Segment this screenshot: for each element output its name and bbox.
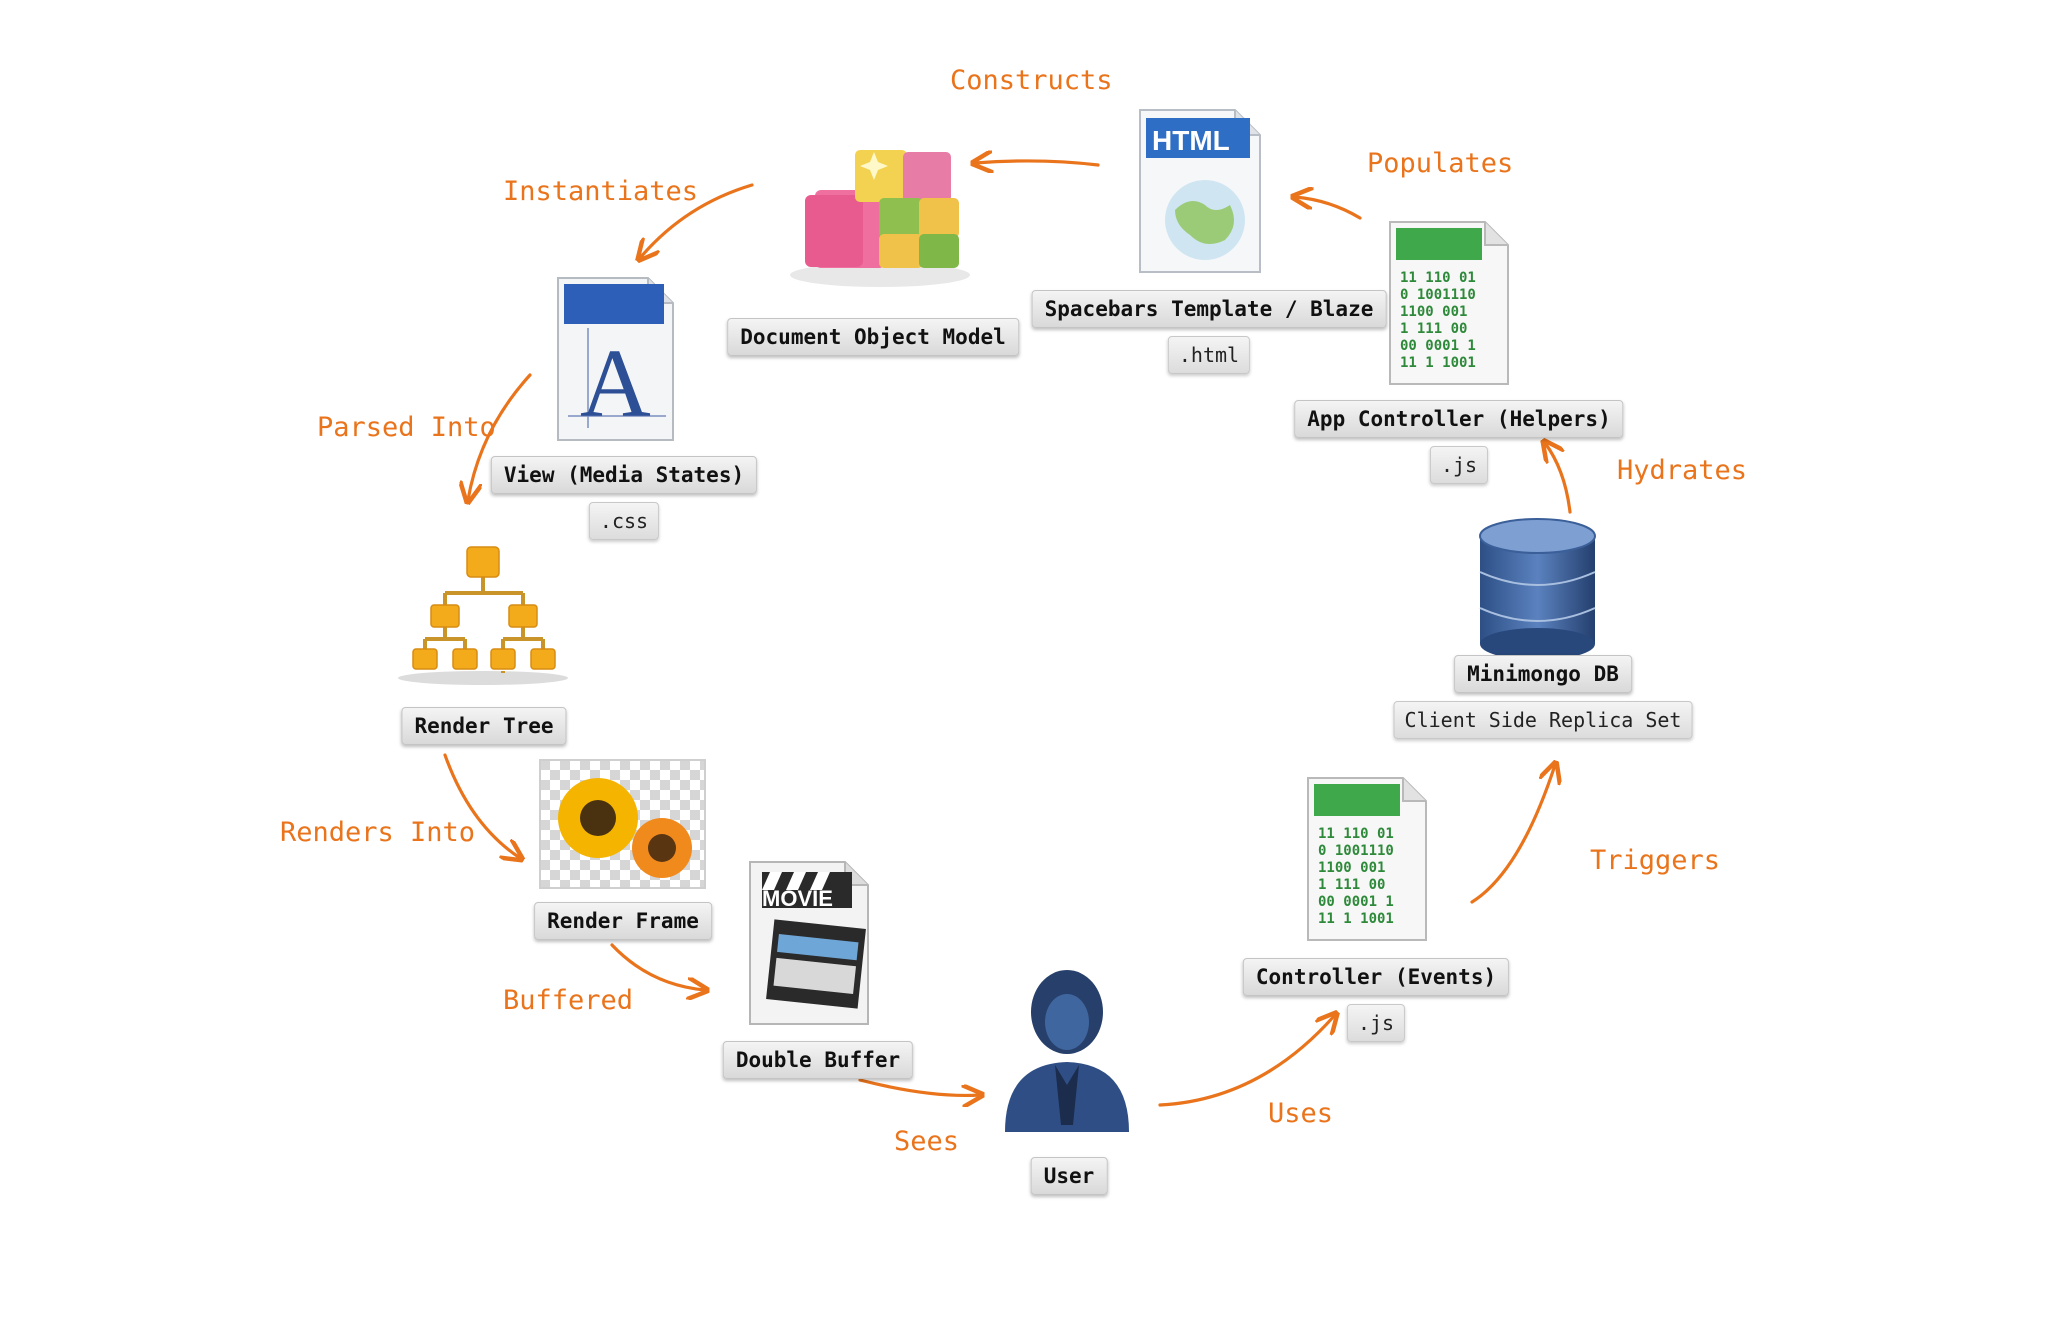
- node-label-double-buffer: Double Buffer: [722, 1041, 914, 1079]
- font-file-icon: A: [557, 277, 674, 441]
- user-silhouette-icon: [1005, 970, 1129, 1132]
- svg-text:00 0001 1: 00 0001 1: [1318, 894, 1394, 910]
- node-sub-client-side-replica-set: Client Side Replica Set: [1393, 701, 1693, 739]
- node-label-minimongo-db: Minimongo DB: [1454, 655, 1632, 693]
- arrow-populates: [1295, 197, 1362, 220]
- arrow-renders-into: [443, 753, 520, 858]
- svg-text:00 0001 1: 00 0001 1: [1400, 338, 1476, 354]
- arrow-instantiates: [640, 183, 754, 258]
- node-ext-html: .html: [1167, 336, 1251, 374]
- edge-label-parsed-into: Parsed Into: [317, 412, 496, 443]
- tree-hierarchy-icon: [398, 546, 568, 685]
- arrow-hydrates: [1545, 443, 1572, 514]
- svg-text:0 1001110: 0 1001110: [1400, 287, 1476, 303]
- arrow-buffered: [610, 943, 705, 990]
- svg-text:11 110 01: 11 110 01: [1400, 270, 1476, 286]
- edge-label-renders-into: Renders Into: [280, 817, 476, 848]
- node-label-render-frame: Render Frame: [534, 902, 712, 940]
- html-file-icon: HTML: [1139, 109, 1261, 273]
- node-label-user: User: [1030, 1157, 1108, 1195]
- node-label-controller-events: Controller (Events): [1242, 958, 1510, 996]
- edge-label-sees: Sees: [894, 1126, 960, 1157]
- svg-text:MOVIE: MOVIE: [762, 886, 833, 911]
- node-label-render-tree: Render Tree: [401, 707, 567, 745]
- binary-code-file-icon: 11 110 01 0 1001110 1100 001 1 111 00 00…: [1307, 777, 1427, 941]
- movie-clapper-file-icon: MOVIE: [749, 861, 869, 1025]
- node-label-spacebars-template: Spacebars Template / Blaze: [1031, 290, 1387, 328]
- arrow-sees: [858, 1078, 980, 1095]
- svg-text:11 1 1001: 11 1 1001: [1400, 355, 1476, 371]
- arrow-parsed-into: [468, 373, 532, 500]
- binary-code-file-icon: 11 110 01 0 1001110 1100 001 1 111 00 00…: [1389, 221, 1509, 385]
- arrow-uses: [1158, 1015, 1335, 1107]
- svg-text:0 1001110: 0 1001110: [1318, 843, 1394, 859]
- svg-text:A: A: [580, 330, 651, 438]
- colored-blocks-icon: [790, 150, 970, 287]
- node-label-app-controller: App Controller (Helpers): [1294, 400, 1624, 438]
- edge-label-triggers: Triggers: [1590, 845, 1721, 876]
- arrow-triggers: [1470, 765, 1555, 904]
- arrow-constructs: [975, 161, 1100, 165]
- node-ext-js-events: .js: [1346, 1004, 1406, 1042]
- node-label-document-object-model: Document Object Model: [727, 318, 1019, 356]
- edge-label-instantiates: Instantiates: [503, 176, 699, 207]
- edge-label-hydrates: Hydrates: [1617, 455, 1748, 486]
- database-icon: [1479, 518, 1596, 660]
- edge-label-constructs: Constructs: [950, 65, 1113, 96]
- svg-text:11 110 01: 11 110 01: [1318, 826, 1394, 842]
- svg-text:11 1 1001: 11 1 1001: [1318, 911, 1394, 927]
- node-ext-css: .css: [588, 502, 660, 540]
- edge-label-uses: Uses: [1268, 1098, 1334, 1129]
- svg-text:1100 001: 1100 001: [1318, 860, 1385, 876]
- node-label-view: View (Media States): [490, 456, 758, 494]
- edge-label-populates: Populates: [1367, 148, 1514, 179]
- svg-text:HTML: HTML: [1152, 125, 1230, 156]
- svg-text:1 111 00: 1 111 00: [1318, 877, 1385, 893]
- edge-label-buffered: Buffered: [503, 985, 634, 1016]
- sunflower-image-icon: [539, 759, 706, 889]
- node-ext-js-app: .js: [1429, 446, 1489, 484]
- svg-text:1100 001: 1100 001: [1400, 304, 1467, 320]
- svg-text:1 111 00: 1 111 00: [1400, 321, 1467, 337]
